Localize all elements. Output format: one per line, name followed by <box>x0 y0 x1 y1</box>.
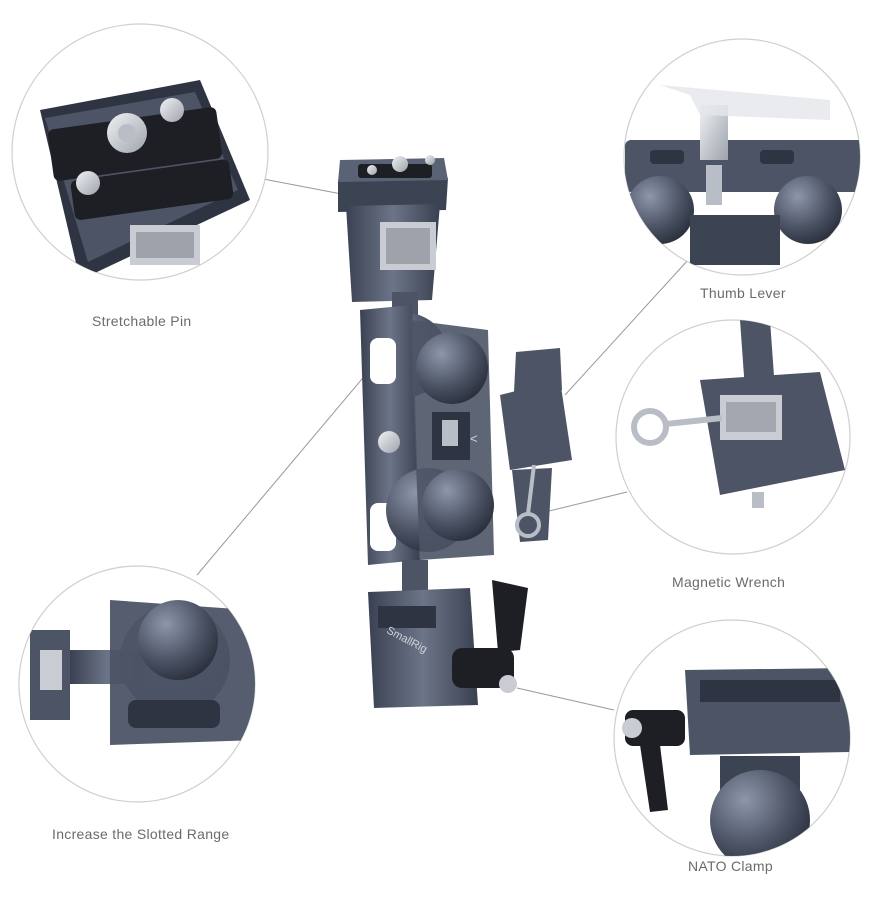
detail-circle-nato-clamp <box>613 619 851 857</box>
caption-thumb-lever: Thumb Lever <box>700 285 786 301</box>
leader-line-nato-clamp <box>516 687 615 711</box>
leader-line-stretchable-pin <box>257 177 353 197</box>
leader-line-magnetic-wrench <box>544 491 628 513</box>
leader-lines <box>196 177 689 711</box>
arrow-marking: < <box>470 431 478 446</box>
detail-circle-stretchable-pin <box>11 23 269 281</box>
caption-nato-clamp: NATO Clamp <box>688 858 773 874</box>
main-product: < SmallRig <box>338 155 572 708</box>
caption-slotted-range: Increase the Slotted Range <box>52 826 230 842</box>
detail-circle-slotted-range <box>18 565 256 803</box>
caption-stretchable-pin: Stretchable Pin <box>92 313 192 329</box>
detail-circle-magnetic-wrench <box>615 319 851 555</box>
caption-magnetic-wrench: Magnetic Wrench <box>672 574 786 590</box>
leader-line-thumb-lever <box>564 259 689 396</box>
detail-circle-thumb-lever <box>623 38 861 276</box>
leader-line-slotted-range <box>196 359 379 576</box>
